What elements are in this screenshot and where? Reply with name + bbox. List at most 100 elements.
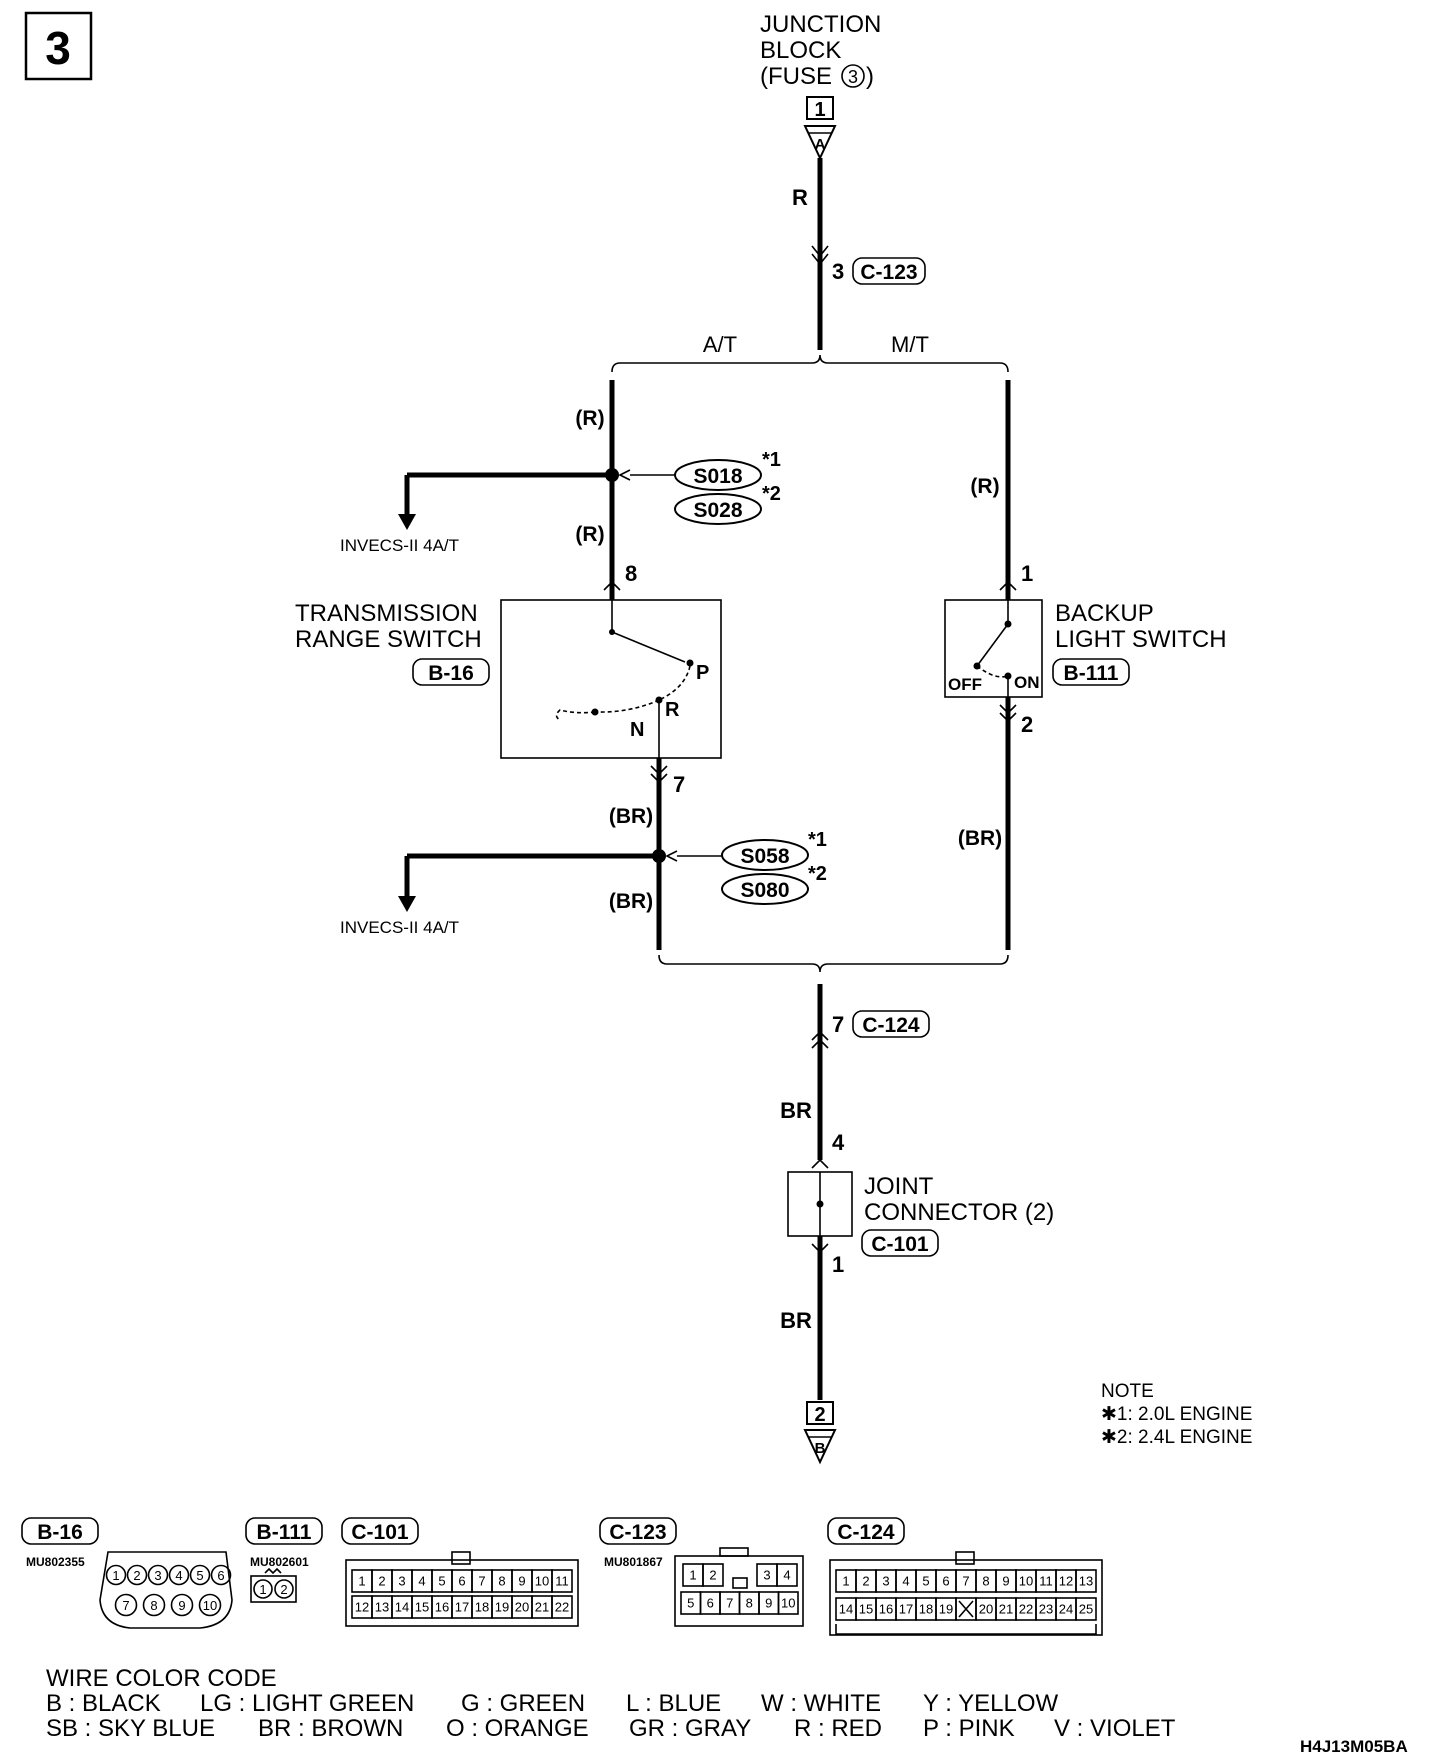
junction-block-label-2: BLOCK [760, 37, 841, 64]
legend-c124-pin-label: 14 [839, 1602, 853, 1617]
splice-s028-tag [674, 493, 762, 525]
splice-pointer-upper-head [618, 469, 631, 481]
c124-pin: 7 [832, 1012, 844, 1037]
legend-b16-tag-box [21, 1517, 99, 1545]
b16-tag: B-16 [428, 662, 474, 685]
legend-c101-pin-label: 18 [475, 1600, 489, 1615]
top-brace [611, 354, 1009, 373]
c123-connector-mark [811, 245, 829, 266]
legend-c101-tag: C-101 [351, 1521, 409, 1544]
figure-code: H4J13M05BA [1300, 1737, 1408, 1756]
legend-c123-pin: 10 [777, 1591, 799, 1615]
splice-s080-label: S080 [740, 879, 789, 902]
legend-c123-housing [674, 1555, 804, 1627]
legend-c123-pin-label: 1 [689, 1568, 696, 1583]
joint-label-2: CONNECTOR (2) [864, 1199, 1054, 1226]
wire-color-at-mid: (R) [575, 523, 604, 546]
legend-c101-pin-label: 8 [498, 1574, 505, 1589]
legend-c101-pin: 2 [371, 1569, 393, 1593]
trs-arc-tail [555, 709, 596, 721]
legend-c124-pin: 17 [895, 1597, 917, 1621]
legend-c124-pin: 1 [835, 1569, 857, 1593]
legend-c124-pin: 7 [955, 1569, 977, 1593]
legend-c124-pin-label: 21 [999, 1602, 1013, 1617]
legend-c123-pin: 1 [682, 1563, 704, 1587]
legend-c123-pin: 9 [758, 1591, 780, 1615]
legend-c123-pin-label: 5 [687, 1596, 694, 1611]
legend-c124-pin-label: 4 [902, 1574, 909, 1589]
legend-c101-pin-label: 2 [378, 1574, 385, 1589]
legend-c101-pin-label: 22 [555, 1600, 569, 1615]
trs-pos-n: N [630, 719, 644, 741]
legend-c101-pin-label: 10 [535, 1574, 549, 1589]
backup-pin-in-mark [999, 580, 1017, 591]
legend-c124-pin: 3 [875, 1569, 897, 1593]
legend-c101-pin-label: 15 [415, 1600, 429, 1615]
legend-c124-pin: 8 [975, 1569, 997, 1593]
legend-c124-pin: 22 [1015, 1597, 1037, 1621]
joint-dot [816, 1200, 824, 1208]
legend-c123-pin-label: 7 [726, 1596, 733, 1611]
legend-b111-pin: 1 [259, 1582, 266, 1597]
legend-c124-pin-label: 18 [919, 1602, 933, 1617]
legend-c124-pin: 19 [935, 1597, 957, 1621]
legend-c101-pin-label: 16 [435, 1600, 449, 1615]
legend-c101-tag-box [341, 1517, 419, 1545]
wire-color-at-lower-1: (BR) [609, 805, 653, 828]
legend-c124-pin-label: 6 [942, 1574, 949, 1589]
trs-contact-arm [611, 631, 686, 663]
legend-b16-pin: 6 [217, 1568, 224, 1583]
legend-c123-pin-cell [776, 1563, 798, 1587]
legend-c124-tag-box [827, 1517, 905, 1545]
legend-c124-pin-label: 11 [1039, 1574, 1053, 1589]
legend-c123-key [732, 1577, 748, 1589]
legend-b111-housing [250, 1575, 297, 1603]
legend-c124-pin: 12 [1055, 1569, 1077, 1593]
legend-c123-pin-label: 6 [707, 1596, 714, 1611]
legend-c124-pin-label: 24 [1059, 1602, 1073, 1617]
note-line-1: ✱1: 2.0L ENGINE [1101, 1404, 1252, 1425]
invecs-upper-label: INVECS-II 4A/T [340, 536, 459, 555]
legend-c124-pin-label: 20 [979, 1602, 993, 1617]
wire-color-code-entry: BR : BROWN [258, 1715, 403, 1742]
page-number-box [24, 11, 93, 81]
c124-tag: C-124 [862, 1014, 920, 1037]
legend-c101-pin-label: 17 [455, 1600, 469, 1615]
trs-p-dot [686, 659, 694, 667]
branch-at-label: A/T [703, 332, 737, 357]
legend-c101-pin: 16 [431, 1595, 453, 1619]
connector-b-label: B [815, 1440, 826, 1457]
note-line-2: ✱2: 2.4L ENGINE [1101, 1427, 1252, 1448]
wire-color-code-entry: G : GREEN [461, 1690, 585, 1717]
trs-arc-pr [658, 665, 691, 701]
legend-c123-pin-label: 9 [765, 1596, 772, 1611]
legend-b111-tag: B-111 [257, 1521, 312, 1544]
legend-c101-pin: 18 [471, 1595, 493, 1619]
legend-c101-pin: 8 [491, 1569, 513, 1593]
legend-c124-pin-cell [1075, 1569, 1097, 1593]
splice-s058-mark: *1 [808, 829, 827, 851]
legend-c123-pin: 5 [680, 1591, 702, 1615]
legend-b16-pin: 7 [122, 1598, 129, 1613]
legend-c101-pin-cell [551, 1595, 573, 1619]
bottom-brace [658, 954, 1009, 973]
legend-c101-pin-label: 19 [495, 1600, 509, 1615]
legend-c124-pin-label: 1 [842, 1574, 849, 1589]
legend-c123-pin-label: 4 [783, 1568, 790, 1583]
legend-c124-pin-label: 23 [1039, 1602, 1053, 1617]
legend-c101-housing [345, 1559, 579, 1627]
legend-c124-pin: 24 [1055, 1597, 1077, 1621]
legend-c123-pin-label: 8 [746, 1596, 753, 1611]
invecs-lower-label: INVECS-II 4A/T [340, 918, 459, 937]
legend-c101-pin-label: 6 [458, 1574, 465, 1589]
legend-c101-pin: 21 [531, 1595, 553, 1619]
legend-c124-pin-label: 5 [922, 1574, 929, 1589]
legend-c101-pin: 7 [471, 1569, 493, 1593]
splice-s058-label: S058 [740, 845, 789, 868]
legend-b16-pin: 4 [175, 1568, 182, 1583]
legend-c123-pin-cell [777, 1591, 799, 1615]
joint-label-1: JOINT [864, 1173, 934, 1200]
